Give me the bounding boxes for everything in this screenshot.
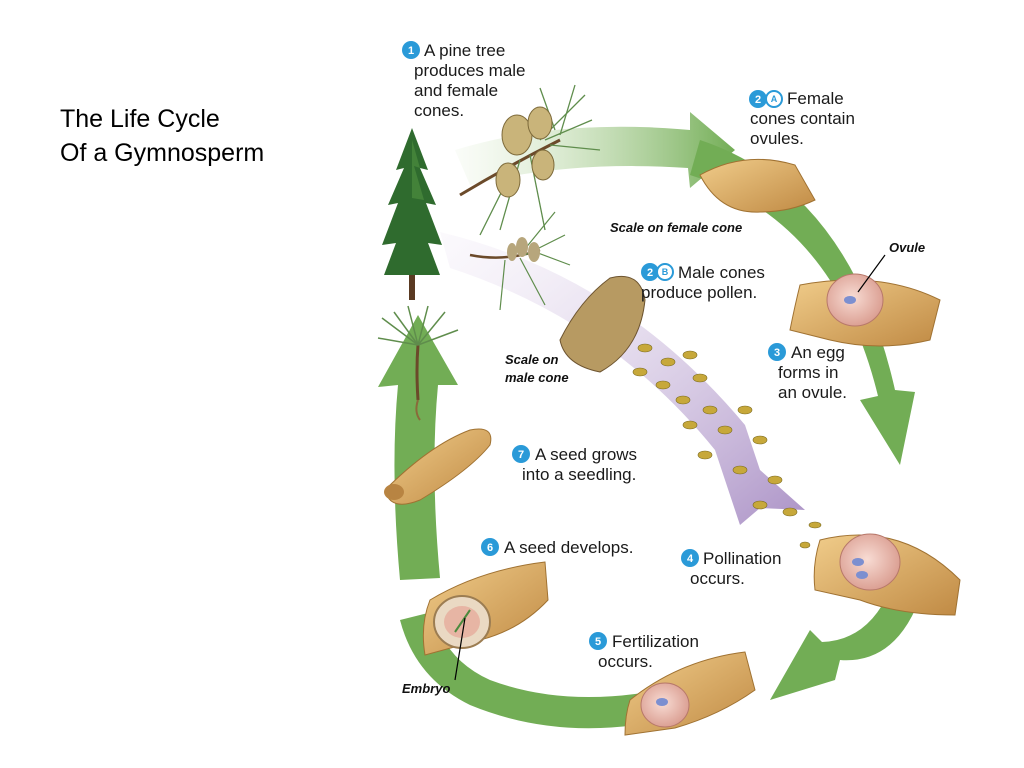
step-badge — [402, 41, 420, 59]
step-2b: 2 B Male cones produce pollen. — [641, 263, 765, 302]
arrow-bottom-arc — [400, 612, 665, 729]
step-badge-number: 5 — [595, 636, 601, 648]
step-badge-number: 6 — [487, 542, 493, 554]
step-text-line: occurs. — [690, 569, 745, 588]
step-text-line: An egg — [791, 343, 845, 362]
step-badge-number: 4 — [687, 553, 694, 565]
step-text-line: A seed develops. — [504, 538, 633, 557]
step-badge — [768, 343, 786, 361]
step-badge — [681, 549, 699, 567]
title-line-1: The Life Cycle — [60, 105, 220, 133]
seed-scale — [422, 561, 549, 656]
step-text-line: A pine tree — [424, 41, 505, 60]
seedling — [377, 305, 459, 421]
step-badge-number: 1 — [408, 45, 414, 57]
step-badge — [481, 538, 499, 556]
step-6: 6 A seed develops. — [481, 538, 633, 557]
step-text-line: A seed grows — [535, 445, 637, 464]
step-badge-number: 2 — [647, 267, 653, 279]
pollen-arrow — [440, 232, 805, 525]
step-badge — [589, 632, 607, 650]
embryo-pointer — [454, 617, 466, 681]
male-cone-scale — [559, 275, 646, 373]
step-3: 3 An egg forms in an ovule. — [768, 343, 847, 402]
label-scale-male-cone-line-1: Scale on — [505, 352, 559, 367]
fertilization-scale — [624, 651, 756, 736]
step-text-line: forms in — [778, 363, 838, 382]
ovule-scale-stage-3 — [789, 273, 941, 347]
arrow-left-up — [378, 315, 458, 580]
step-4: 4 Pollination occurs. — [681, 549, 781, 588]
step-badge-letter-circle — [656, 263, 674, 281]
female-cone-scale — [699, 158, 816, 213]
step-text-line: produces male — [414, 61, 526, 80]
winged-seed — [384, 428, 492, 505]
step-text-line: occurs. — [598, 652, 653, 671]
pollen-grains — [632, 343, 822, 549]
step-text-line: Female — [787, 89, 844, 108]
step-badge-number: 3 — [774, 347, 780, 359]
ovule-pointer — [857, 254, 886, 293]
step-text-line: into a seedling. — [522, 465, 636, 484]
step-1: 1 A pine tree produces male and female c… — [402, 41, 526, 120]
step-text-line: and female — [414, 81, 498, 100]
step-7: 7 A seed grows into a seedling. — [512, 445, 637, 484]
slide-title: The Life Cycle Of a Gymnosperm — [60, 102, 264, 170]
step-text-line: Pollination — [703, 549, 781, 568]
label-scale-female-cone: Scale on female cone — [610, 220, 742, 235]
label-scale-male-cone-line-2: male cone — [505, 370, 569, 385]
title-line-2: Of a Gymnosperm — [60, 139, 265, 167]
step-badge — [512, 445, 530, 463]
step-badge — [749, 90, 767, 108]
step-badge-number: 2 — [755, 94, 761, 106]
step-text-line: ovules. — [750, 129, 804, 148]
female-cone-branch — [459, 84, 601, 236]
label-embryo: Embryo — [402, 681, 450, 696]
step-badge-letter: A — [771, 94, 778, 104]
step-badge-number: 7 — [518, 449, 524, 461]
step-2a: 2 A Female cones contain ovules. — [749, 89, 855, 148]
label-ovule: Ovule — [889, 240, 925, 255]
male-cone-branch — [469, 211, 571, 311]
step-text-line: produce pollen. — [641, 283, 757, 302]
step-badge-letter-circle — [765, 90, 783, 108]
step-badge — [641, 263, 659, 281]
step-text-line: cones. — [414, 101, 464, 120]
step-badge-letter: B — [662, 267, 669, 277]
step-text-line: an ovule. — [778, 383, 847, 402]
pollination-scale — [813, 533, 961, 616]
pine-tree — [382, 128, 442, 300]
step-5: 5 Fertilization occurs. — [589, 632, 699, 671]
step-text-line: cones contain — [750, 109, 855, 128]
step-text-line: Male cones — [678, 263, 765, 282]
step-text-line: Fertilization — [612, 632, 699, 651]
